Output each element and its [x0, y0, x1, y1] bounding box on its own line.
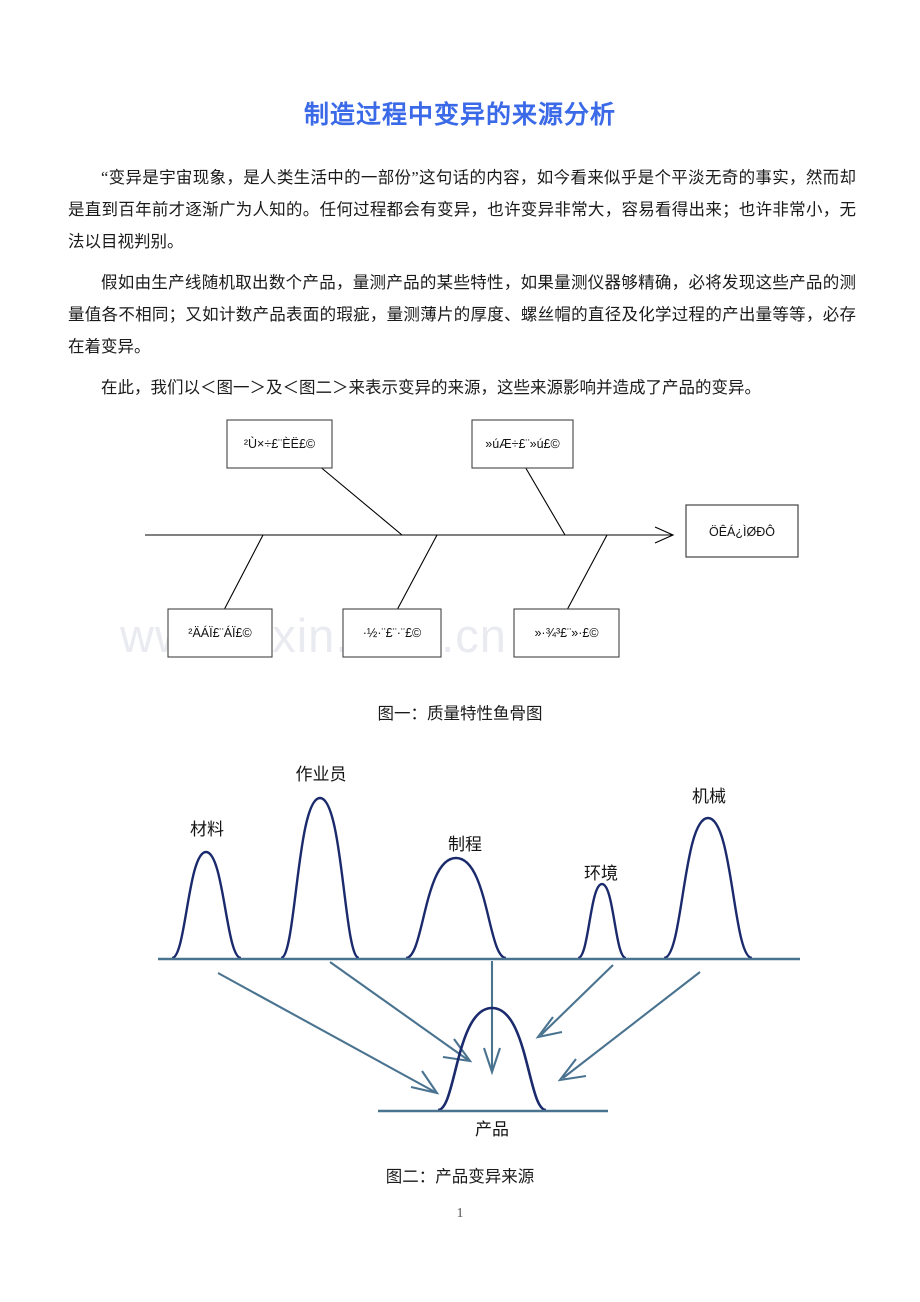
source-curve-machinery — [663, 816, 753, 960]
product-curve — [437, 1006, 547, 1112]
paragraph-3: 在此，我们以＜图一＞及＜图二＞来表示变异的来源，这些来源影响并造成了产品的变异。 — [101, 377, 761, 397]
page-number: 1 — [456, 1206, 464, 1221]
fishbone-cause-box-method: ·½·¨£¨·¨£© — [342, 608, 442, 658]
fishbone-cause-label-machine: »úÆ÷£¨»ú£© — [485, 437, 560, 451]
page-title: 制造过程中变异的来源分析 — [303, 101, 616, 129]
arrow-environment-to-product — [540, 964, 614, 1036]
curve-label-operator: 作业员 — [296, 765, 347, 784]
figure-1-fishbone-diagram: ²Ù×÷£¨ÈË£© »úÆ÷£¨»ú£© ÖÊÁ¿ÌØÐÔ ²ÄÁÏ£¨ÁÏ£… — [0, 400, 920, 700]
source-curve-group — [171, 796, 753, 960]
fishbone-cause-box-material: ²ÄÁÏ£¨ÁÏ£© — [167, 608, 273, 658]
fishbone-effect-box-quality: ÖÊÁ¿ÌØÐÔ — [685, 504, 799, 558]
fishbone-cause-label-operator: ²Ù×÷£¨ÈË£© — [244, 436, 316, 451]
fishbone-rib-top-2 — [523, 464, 566, 536]
fishbone-rib-bottom-3 — [566, 534, 608, 611]
fishbone-cause-box-environment: »·¾³£¨»·£© — [513, 608, 620, 658]
paragraph-2: 假如由生产线随机取出数个产品，量测产品的某些特性，如果量测仪器够精确，必将发现这… — [68, 272, 856, 356]
fishbone-rib-top-1 — [317, 464, 403, 536]
fishbone-rib-bottom-2 — [396, 534, 438, 611]
curve-label-product: 产品 — [475, 1120, 509, 1139]
curve-label-machinery: 机械 — [692, 787, 726, 806]
arrow-machinery-to-product — [562, 971, 701, 1079]
curve-label-environment: 环境 — [584, 864, 618, 883]
source-curve-material — [171, 850, 242, 960]
fishbone-cause-box-operator: ²Ù×÷£¨ÈË£© — [226, 419, 333, 469]
arrow-operator-to-product — [329, 961, 469, 1061]
source-curve-environment — [577, 882, 627, 960]
curve-label-material: 材料 — [190, 820, 224, 839]
fishbone-effect-label-quality: ÖÊÁ¿ÌØÐÔ — [709, 524, 775, 539]
figure-1-caption: 图一：质量特性鱼骨图 — [377, 704, 543, 723]
figure-2-caption: 图二：产品变异来源 — [385, 1167, 535, 1186]
paragraph-1: “变异是宇宙现象，是人类生活中的一部份”这句话的内容，如今看来似乎是个平淡无奇的… — [68, 167, 856, 251]
convergence-arrow-group — [217, 961, 701, 1095]
fishbone-cause-box-machine: »úÆ÷£¨»ú£© — [471, 419, 574, 469]
fishbone-rib-bottom-1 — [223, 534, 264, 611]
fishbone-cause-label-material: ²ÄÁÏ£¨ÁÏ£© — [188, 625, 252, 640]
fishbone-cause-label-method: ·½·¨£¨·¨£© — [363, 626, 422, 640]
fishbone-cause-label-environment: »·¾³£¨»·£© — [534, 626, 599, 640]
source-curve-operator — [280, 796, 360, 960]
figure-2-variation-sources-diagram: 材料 作业员 制程 环境 机械 产品 — [0, 740, 920, 1145]
curve-label-process: 制程 — [448, 835, 482, 854]
arrow-material-to-product — [217, 972, 436, 1093]
source-curve-process — [405, 856, 507, 960]
